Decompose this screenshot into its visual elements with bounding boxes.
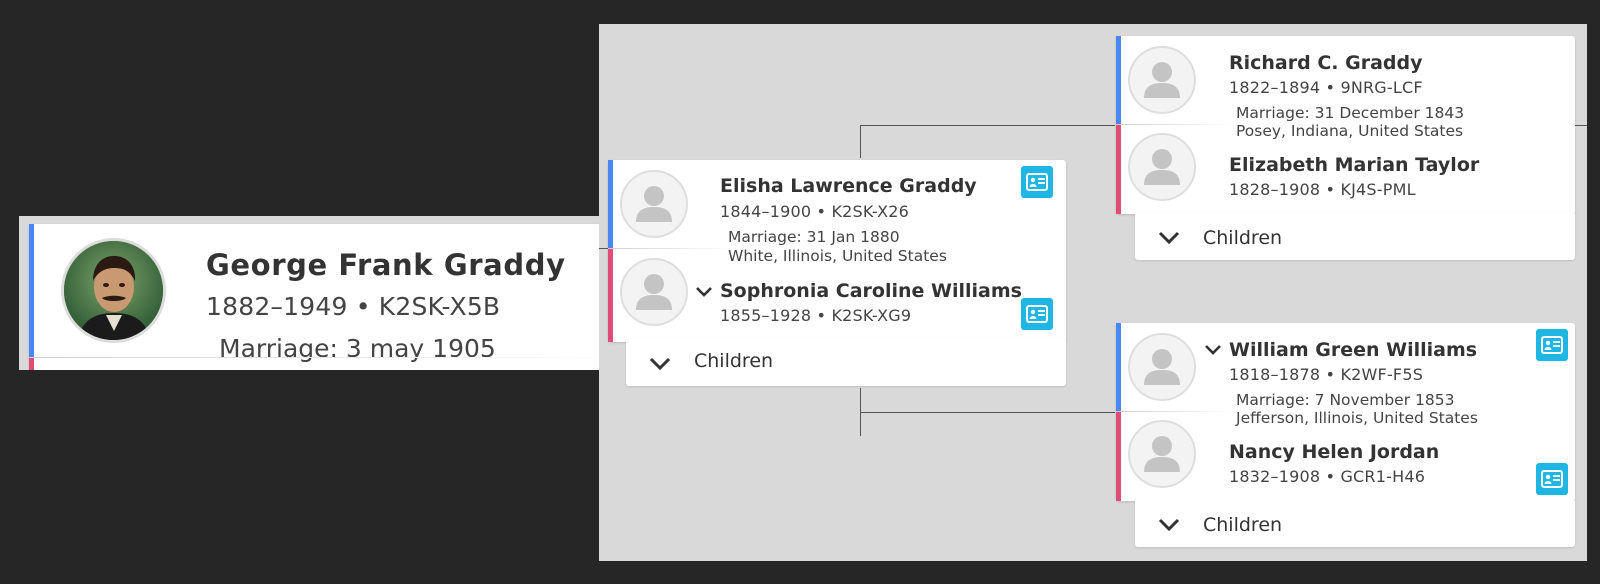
focus-person-panel: George Frank Graddy 1882–1949 • K2SK-X5B… <box>19 216 600 370</box>
person-name[interactable]: Sophronia Caroline Williams <box>720 280 1022 302</box>
person-silhouette-icon <box>620 258 688 326</box>
chevron-down-icon[interactable] <box>694 284 714 303</box>
focus-person-card[interactable]: George Frank Graddy 1882–1949 • K2SK-X5B… <box>29 224 600 370</box>
person-silhouette-icon <box>1128 333 1196 401</box>
connector-line <box>860 125 861 158</box>
person-name[interactable]: Nancy Helen Jordan <box>1229 441 1440 463</box>
male-indicator <box>1116 36 1121 124</box>
maternal-grandparents-card: William Green Williams 1818–1878 • K2WF-… <box>1116 323 1575 501</box>
male-indicator <box>29 224 34 370</box>
person-silhouette-icon <box>1128 46 1196 114</box>
marriage-date: Marriage: 31 December 1843 <box>1236 104 1465 122</box>
couple-divider <box>608 248 738 249</box>
person-name[interactable]: Elisha Lawrence Graddy <box>720 175 977 197</box>
person-name[interactable]: William Green Williams <box>1229 339 1478 361</box>
connector-line <box>1575 125 1587 126</box>
male-indicator <box>608 160 613 248</box>
person-lifespan: 1844–1900 • K2SK-X26 <box>720 202 909 221</box>
chevron-down-icon <box>1157 517 1181 537</box>
person-name[interactable]: Elizabeth Marian Taylor <box>1229 154 1480 176</box>
parents-couple-card: Elisha Lawrence Graddy 1844–1900 • K2SK-… <box>608 160 1066 342</box>
person-lifespan: 1832–1908 • GCR1-H46 <box>1229 467 1426 486</box>
person-lifespan: 1855–1928 • K2SK-XG9 <box>720 306 912 325</box>
chevron-down-icon <box>1157 230 1181 250</box>
person-silhouette-icon <box>1128 420 1196 488</box>
person-lifespan: 1818–1878 • K2WF-F5S <box>1229 365 1424 384</box>
person-lifespan: 1882–1949 • K2SK-X5B <box>206 292 501 321</box>
connector-line <box>860 125 1115 126</box>
marriage-info: Marriage: 3 may 1905 <box>219 334 496 363</box>
female-indicator <box>29 358 34 370</box>
children-label: Children <box>1203 514 1283 536</box>
female-indicator <box>1116 412 1121 501</box>
person-card-icon[interactable] <box>1021 298 1053 330</box>
chevron-down-icon[interactable] <box>1203 342 1223 361</box>
marriage-place: Jefferson, Illinois, United States <box>1236 409 1478 427</box>
marriage-date: Marriage: 31 Jan 1880 <box>728 228 900 246</box>
person-lifespan: 1822–1894 • 9NRG-LCF <box>1229 78 1423 97</box>
person-silhouette-icon <box>1128 133 1196 201</box>
couple-divider <box>1116 124 1234 125</box>
portrait-photo <box>61 238 166 343</box>
children-label: Children <box>1203 227 1283 249</box>
person-name[interactable]: George Frank Graddy <box>206 248 566 282</box>
marriage-place: White, Illinois, United States <box>728 247 947 265</box>
chevron-down-icon <box>648 356 672 376</box>
couple-divider <box>1116 411 1234 412</box>
person-card-icon[interactable] <box>1536 463 1568 495</box>
children-expander[interactable]: Children <box>1135 499 1575 547</box>
ancestor-tree-panel: Elisha Lawrence Graddy 1844–1900 • K2SK-… <box>599 24 1587 561</box>
person-name[interactable]: Richard C. Graddy <box>1229 52 1423 74</box>
connector-line <box>599 248 609 249</box>
person-lifespan: 1828–1908 • KJ4S-PML <box>1229 180 1416 199</box>
male-indicator <box>1116 323 1121 411</box>
connector-line <box>860 412 1115 413</box>
children-expander[interactable]: Children <box>1135 212 1575 260</box>
children-label: Children <box>694 350 774 372</box>
person-card-icon[interactable] <box>1536 329 1568 361</box>
children-expander[interactable]: Children <box>626 338 1066 386</box>
marriage-place: Posey, Indiana, United States <box>1236 122 1464 140</box>
paternal-grandparents-card: Richard C. Graddy 1822–1894 • 9NRG-LCF M… <box>1116 36 1575 214</box>
marriage-date: Marriage: 7 November 1853 <box>1236 391 1455 409</box>
person-card-icon[interactable] <box>1021 166 1053 198</box>
female-indicator <box>1116 125 1121 214</box>
female-indicator <box>608 249 613 342</box>
person-silhouette-icon <box>620 170 688 238</box>
couple-divider <box>29 357 600 358</box>
